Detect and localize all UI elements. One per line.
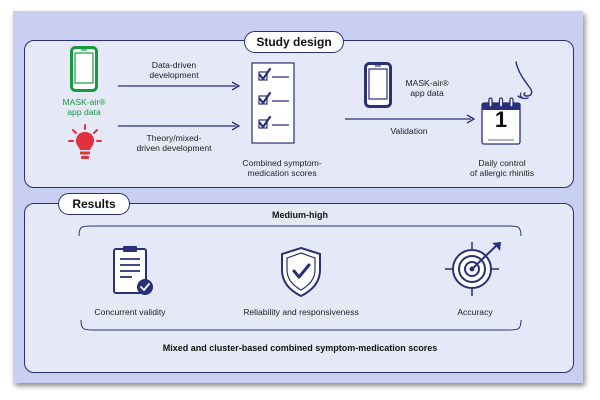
validation-arrow [345,114,476,124]
results-heading: Results [58,193,130,215]
smartphone-green-icon [70,46,98,92]
bottom-bracket [80,319,522,331]
app-data2-label-line1: MASK-air® [405,78,449,88]
study-design-heading: Study design [244,31,344,53]
theory-label-line1: Theory/mixed- [146,133,202,143]
checklist-icon [251,62,295,144]
scores-summary-label: Mixed and cluster-based combined symptom… [162,343,438,353]
shield-check-icon [281,246,321,298]
result-label-concurrent-validity: Concurrent validity [94,307,166,317]
theory-driven-arrow [118,121,241,131]
app-data-label-line2: app data [67,107,101,117]
theory-label-line2: driven development [136,143,212,153]
scores-label-line2: medication scores [247,168,317,178]
calendar-icon [481,97,521,145]
lightbulb-icon [68,124,102,159]
target-icon [445,242,501,296]
nose-icon [515,61,533,100]
calendar-day-number: 1 [494,107,508,132]
daily-control-label-line1: Daily control [478,158,526,168]
validation-label: Validation [390,126,428,136]
smartphone-navy-icon [364,62,392,108]
app-data2-label-line2: app data [410,88,444,98]
medium-high-label: Medium-high [272,210,328,220]
daily-control-label-line2: of allergic rhinitis [470,168,534,178]
clipboard-check-icon [113,246,153,295]
data-driven-label-line1: Data-driven [151,60,197,70]
scores-label-line1: Combined symptom- [242,158,322,168]
app-data-label-line1: MASK-air® [62,97,106,107]
top-bracket [78,225,522,237]
result-label-reliability: Reliability and responsiveness [243,307,359,317]
data-driven-label-line2: development [149,70,199,80]
data-driven-arrow [118,81,241,91]
result-label-accuracy: Accuracy [457,307,493,317]
